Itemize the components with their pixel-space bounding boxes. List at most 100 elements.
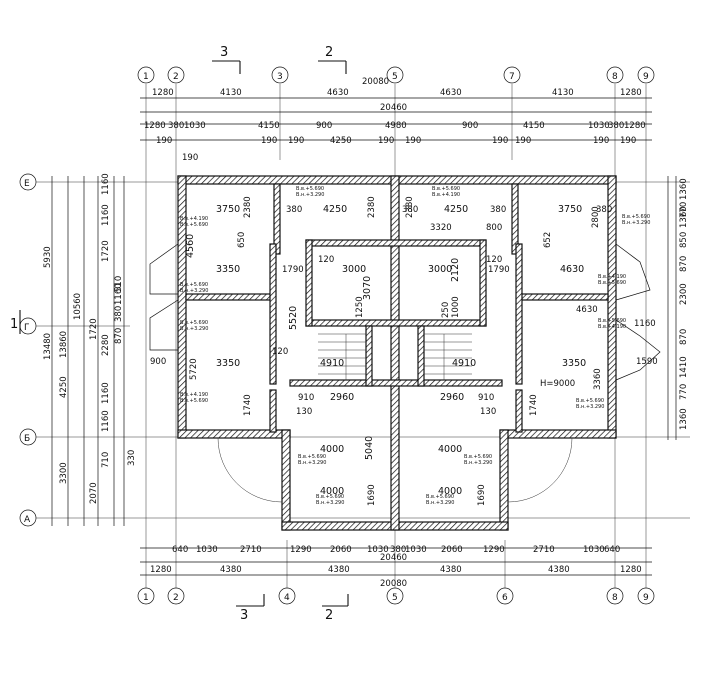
svg-text:В.в.+5.690: В.в.+5.690 bbox=[598, 280, 626, 286]
svg-text:1280: 1280 bbox=[150, 565, 172, 575]
svg-text:5930: 5930 bbox=[43, 246, 53, 268]
svg-text:770: 770 bbox=[679, 384, 689, 400]
svg-text:870: 870 bbox=[114, 328, 124, 344]
svg-text:4380: 4380 bbox=[328, 565, 350, 575]
svg-text:4150: 4150 bbox=[258, 121, 280, 131]
svg-text:В.н.+3.290: В.н.+3.290 bbox=[576, 404, 604, 410]
svg-text:4250: 4250 bbox=[323, 204, 347, 215]
svg-text:1740: 1740 bbox=[243, 394, 253, 416]
svg-text:3000: 3000 bbox=[428, 264, 452, 275]
svg-text:1290: 1290 bbox=[290, 545, 312, 555]
svg-text:4630: 4630 bbox=[576, 305, 598, 315]
svg-text:190: 190 bbox=[261, 136, 277, 146]
svg-text:5: 5 bbox=[392, 593, 398, 603]
svg-text:В.н.+3.290: В.н.+3.290 bbox=[180, 288, 208, 294]
svg-text:1590: 1590 bbox=[636, 357, 658, 367]
door-swing-left bbox=[217, 437, 283, 503]
svg-text:В.н.+3.290: В.н.+3.290 bbox=[296, 192, 324, 198]
svg-text:2380: 2380 bbox=[367, 196, 377, 218]
axis-bubbles-top: 1 2 3 5 7 8 9 bbox=[137, 66, 655, 84]
svg-text:4560: 4560 bbox=[185, 234, 196, 258]
svg-text:1360: 1360 bbox=[679, 178, 689, 200]
svg-text:250: 250 bbox=[441, 302, 451, 318]
svg-text:1280: 1280 bbox=[144, 121, 166, 131]
svg-text:640: 640 bbox=[172, 545, 188, 555]
svg-text:190: 190 bbox=[378, 136, 394, 146]
svg-text:13480: 13480 bbox=[43, 333, 53, 360]
svg-text:4000: 4000 bbox=[320, 444, 344, 455]
svg-text:190: 190 bbox=[288, 136, 304, 146]
svg-text:910: 910 bbox=[478, 393, 494, 403]
top-dimension-lines: 1280 4130 4630 4630 4130 1280 20080 2046… bbox=[140, 77, 652, 163]
svg-text:120: 120 bbox=[318, 255, 334, 265]
svg-text:2070: 2070 bbox=[89, 482, 99, 504]
svg-text:770: 770 bbox=[679, 202, 689, 218]
svg-text:13860: 13860 bbox=[59, 331, 69, 358]
exterior-walls bbox=[177, 175, 617, 531]
svg-text:330: 330 bbox=[127, 450, 137, 466]
svg-text:4250: 4250 bbox=[444, 204, 468, 215]
svg-text:3350: 3350 bbox=[216, 264, 240, 275]
svg-text:3: 3 bbox=[277, 72, 283, 82]
svg-text:3070: 3070 bbox=[362, 276, 373, 300]
svg-text:В.н.+3.290: В.н.+3.290 bbox=[298, 460, 326, 466]
svg-text:2: 2 bbox=[325, 608, 333, 623]
svg-text:3350: 3350 bbox=[216, 358, 240, 369]
svg-text:В.н.+3.290: В.н.+3.290 bbox=[426, 500, 454, 506]
svg-text:380: 380 bbox=[286, 205, 302, 215]
svg-text:1: 1 bbox=[143, 593, 149, 603]
svg-text:710: 710 bbox=[101, 452, 111, 468]
svg-text:130: 130 bbox=[296, 407, 312, 417]
svg-text:850: 850 bbox=[679, 232, 689, 248]
svg-text:6: 6 bbox=[502, 593, 508, 603]
svg-text:20460: 20460 bbox=[380, 103, 407, 113]
svg-text:4130: 4130 bbox=[552, 88, 574, 98]
svg-text:2300: 2300 bbox=[679, 283, 689, 305]
svg-text:Е: Е bbox=[24, 179, 30, 189]
svg-text:4380: 4380 bbox=[220, 565, 242, 575]
svg-text:120: 120 bbox=[272, 347, 288, 357]
svg-text:В.в.+5.690: В.в.+5.690 bbox=[180, 320, 208, 326]
svg-text:2: 2 bbox=[325, 45, 333, 60]
svg-text:В.в.+4.190: В.в.+4.190 bbox=[180, 216, 208, 222]
svg-text:В.в.+5.690: В.в.+5.690 bbox=[180, 398, 208, 404]
svg-text:900: 900 bbox=[150, 357, 166, 367]
section-mark-2-bottom: 2 bbox=[322, 594, 349, 623]
svg-text:4150: 4150 bbox=[523, 121, 545, 131]
svg-text:4910: 4910 bbox=[452, 358, 476, 369]
svg-text:2380: 2380 bbox=[243, 196, 253, 218]
door-swing-right bbox=[507, 437, 573, 503]
svg-text:380: 380 bbox=[490, 205, 506, 215]
svg-text:900: 900 bbox=[316, 121, 332, 131]
svg-text:4130: 4130 bbox=[220, 88, 242, 98]
interior-walls bbox=[185, 183, 609, 433]
svg-text:3000: 3000 bbox=[342, 264, 366, 275]
grid-axis-lines bbox=[36, 84, 690, 588]
svg-text:1160: 1160 bbox=[101, 204, 111, 226]
svg-text:А: А bbox=[24, 515, 31, 525]
svg-text:2960: 2960 bbox=[440, 392, 464, 403]
svg-text:1030: 1030 bbox=[583, 545, 605, 555]
svg-text:2: 2 bbox=[173, 593, 179, 603]
svg-text:510: 510 bbox=[114, 276, 124, 292]
svg-text:130: 130 bbox=[480, 407, 496, 417]
svg-text:7: 7 bbox=[509, 72, 515, 82]
svg-text:4630: 4630 bbox=[560, 264, 584, 275]
svg-text:1290: 1290 bbox=[483, 545, 505, 555]
bay-window-right bbox=[615, 243, 661, 381]
svg-text:380: 380 bbox=[596, 205, 612, 215]
svg-text:870: 870 bbox=[679, 256, 689, 272]
svg-text:1360: 1360 bbox=[679, 206, 689, 228]
svg-text:900: 900 bbox=[462, 121, 478, 131]
svg-text:4250: 4250 bbox=[59, 376, 69, 398]
svg-text:3750: 3750 bbox=[558, 204, 582, 215]
svg-text:3750: 3750 bbox=[216, 204, 240, 215]
svg-text:3: 3 bbox=[240, 608, 248, 623]
svg-text:4910: 4910 bbox=[320, 358, 344, 369]
svg-text:2380: 2380 bbox=[405, 196, 415, 218]
svg-text:4630: 4630 bbox=[440, 88, 462, 98]
svg-text:В.в.+5.690: В.в.+5.690 bbox=[180, 222, 208, 228]
svg-text:120: 120 bbox=[486, 255, 502, 265]
axis-bubbles-bottom: 1 2 4 5 6 8 9 bbox=[137, 587, 655, 605]
svg-text:190: 190 bbox=[492, 136, 508, 146]
